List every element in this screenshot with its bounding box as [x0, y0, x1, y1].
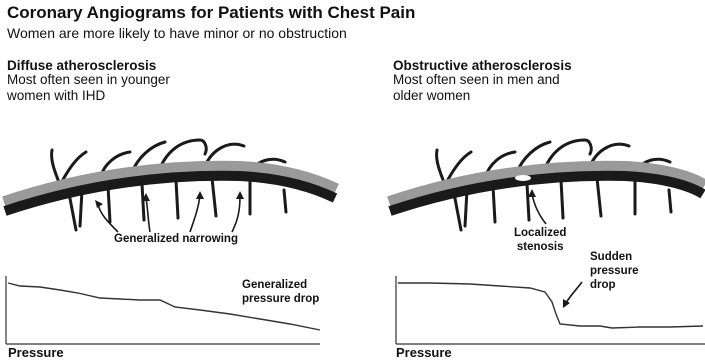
sudden-pressure-drop-label: Sudden pressure drop [590, 250, 639, 292]
stenosis-mark [515, 175, 531, 181]
right-pressure-line [398, 283, 703, 328]
left-vessel-diagram [5, 140, 335, 232]
right-pressure-plot [396, 276, 705, 344]
localized-stenosis-label: Localized stenosis [514, 226, 566, 254]
generalized-narrowing-label: Generalized narrowing [114, 232, 238, 246]
left-narrowing-arrows [98, 196, 240, 232]
generalized-pressure-drop-label: Generalized pressure drop [242, 278, 319, 306]
right-vessel-diagram [390, 140, 703, 230]
